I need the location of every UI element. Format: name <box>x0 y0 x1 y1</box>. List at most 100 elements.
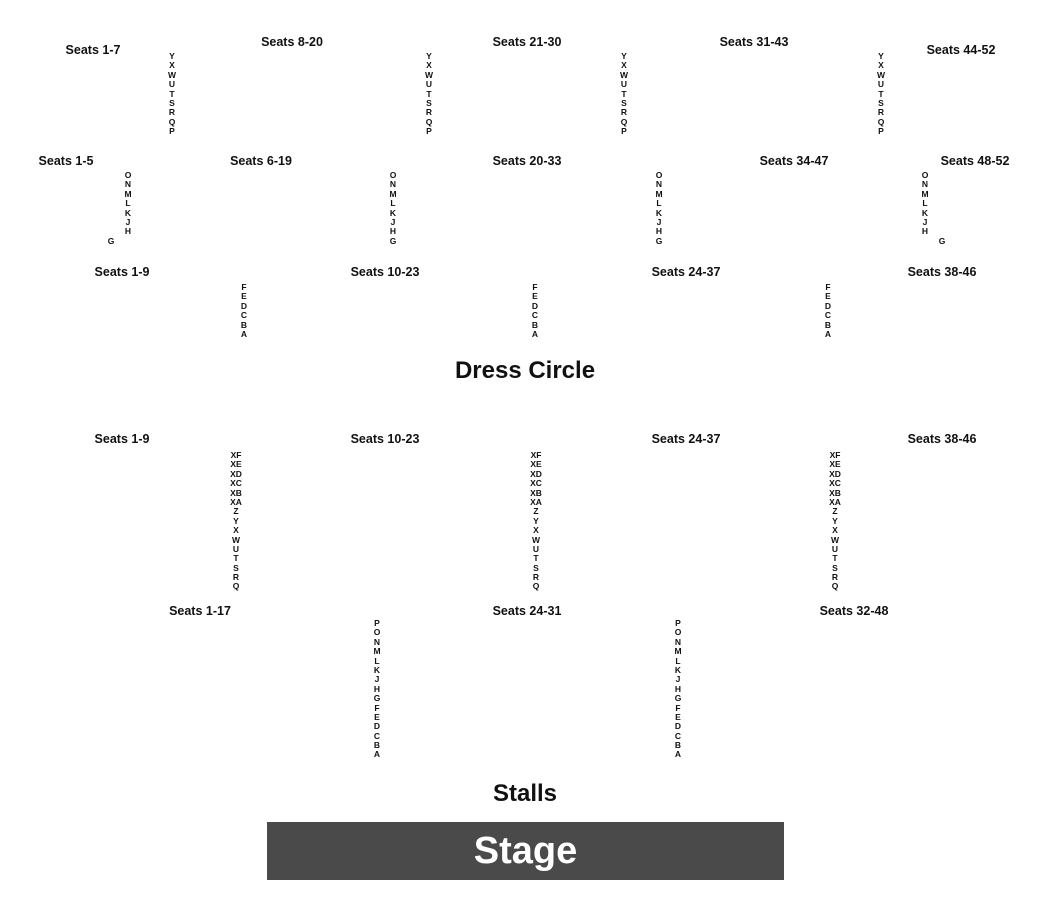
stage-label: Stage <box>473 829 578 872</box>
stage: Stage <box>267 822 784 880</box>
row-letter: W <box>531 534 541 545</box>
row-letter: F <box>675 702 681 713</box>
row-letter: J <box>675 674 681 685</box>
row-letter: C <box>531 310 539 321</box>
row-letter: J <box>922 216 928 227</box>
row-letter: W <box>830 534 840 545</box>
row-letter: X <box>233 525 239 536</box>
row-letter: J <box>374 674 380 685</box>
row-letter: M <box>674 646 682 657</box>
row-letter: X <box>426 60 432 71</box>
row-letter: L <box>125 198 131 209</box>
row-letter: M <box>389 188 397 199</box>
row-letter: XF <box>530 450 542 460</box>
row-letter: W <box>167 69 177 80</box>
row-letter: T <box>233 553 239 564</box>
row-letter: F <box>825 282 831 292</box>
row-letter: S <box>832 562 838 573</box>
row-letter: E <box>532 291 538 302</box>
row-letter: H <box>124 226 132 237</box>
row-letter: O <box>921 170 929 180</box>
dc-upper-label-4: Seats 31-43 <box>719 35 789 49</box>
row-letter: X <box>621 60 627 71</box>
row-letter: A <box>824 328 832 339</box>
dc-middle-label-2: Seats 6-19 <box>230 154 292 168</box>
row-letter: W <box>424 69 434 80</box>
row-letter: P <box>675 618 681 628</box>
row-letter: S <box>621 97 627 108</box>
row-letter: Y <box>233 515 239 526</box>
row-letter: E <box>374 711 380 722</box>
row-letter: XC <box>829 478 841 489</box>
row-letter: B <box>674 740 682 751</box>
row-letter: N <box>921 179 929 190</box>
row-letter: U <box>425 79 433 90</box>
row-letter: N <box>655 179 663 190</box>
row-letter: M <box>124 188 132 199</box>
row-letter: A <box>674 749 682 760</box>
stalls-upper-label-3: Seats 24-37 <box>651 432 721 446</box>
row-letter: O <box>674 627 682 638</box>
row-letter: K <box>921 207 929 218</box>
row-letter: Z <box>533 506 539 517</box>
row-letter: M <box>655 188 663 199</box>
row-letter: XC <box>230 478 242 489</box>
dc-middle-label-5: Seats 48-52 <box>940 154 1010 168</box>
row-letter: T <box>832 553 838 564</box>
dc-row-g-right: G <box>938 236 946 246</box>
row-letter: E <box>825 291 831 302</box>
row-letter: P <box>426 126 432 137</box>
row-letter: R <box>168 107 176 118</box>
row-letter: S <box>426 97 432 108</box>
row-letter: S <box>878 97 884 108</box>
row-letter: P <box>374 618 380 628</box>
row-letter: A <box>531 328 539 339</box>
row-letter: K <box>373 664 381 675</box>
dc-lower-label-2: Seats 10-23 <box>350 265 420 279</box>
stalls-title: Stalls <box>492 780 558 807</box>
row-letter: K <box>389 207 397 218</box>
row-letter: Y <box>169 51 175 61</box>
row-letter: F <box>374 702 380 713</box>
row-letter: D <box>531 300 539 311</box>
row-letter: H <box>921 226 929 237</box>
row-letter: J <box>390 216 396 227</box>
row-letter: S <box>533 562 539 573</box>
row-letter: C <box>373 730 381 741</box>
row-letter: T <box>533 553 539 564</box>
row-letter: H <box>373 683 381 694</box>
row-letter: A <box>240 328 248 339</box>
row-letter: X <box>832 525 838 536</box>
row-letter: U <box>232 543 240 554</box>
row-letter: R <box>232 572 240 583</box>
row-letter: Y <box>426 51 432 61</box>
row-letter: X <box>878 60 884 71</box>
row-letter: R <box>425 107 433 118</box>
row-letter: M <box>921 188 929 199</box>
row-letter: T <box>621 88 627 99</box>
row-letter: O <box>124 170 132 180</box>
row-letter: M <box>373 646 381 657</box>
row-letter: B <box>531 319 539 330</box>
row-letter: O <box>655 170 663 180</box>
row-letter: XE <box>829 459 841 470</box>
row-letter: R <box>831 572 839 583</box>
row-letter: T <box>169 88 175 99</box>
row-letter: H <box>674 683 682 694</box>
row-letter: H <box>655 226 663 237</box>
row-letter: D <box>240 300 248 311</box>
row-letter: XE <box>230 459 242 470</box>
row-letter: U <box>532 543 540 554</box>
row-letter: W <box>231 534 241 545</box>
row-letter: XA <box>829 496 841 507</box>
row-letter: Y <box>533 515 539 526</box>
dc-lower-label-3: Seats 24-37 <box>651 265 721 279</box>
